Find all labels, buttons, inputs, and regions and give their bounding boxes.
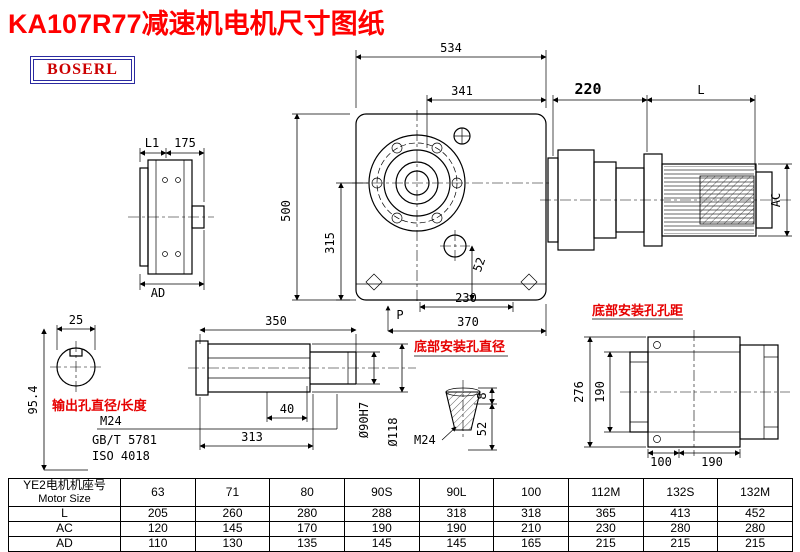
- dim-341: 341: [451, 84, 473, 98]
- dim-500: 500: [279, 200, 293, 222]
- cone-plug: [445, 391, 481, 431]
- dim-534: 534: [440, 41, 462, 55]
- standard-iso: ISO 4018: [92, 449, 150, 463]
- dim-52: 52: [470, 255, 488, 273]
- table-cell: 130: [194, 535, 271, 552]
- table-cell: 145: [343, 535, 420, 552]
- table-cell: 145: [194, 520, 271, 537]
- size-col-header: 132M: [717, 478, 793, 507]
- table-cell: 190: [343, 520, 420, 537]
- table-cell: 260: [194, 505, 271, 522]
- table-cell: 365: [567, 505, 644, 522]
- table-cell: 215: [717, 535, 793, 552]
- hole-thread-m24: M24: [414, 433, 436, 447]
- size-col-header: 71: [194, 478, 271, 507]
- dim-230: 230: [455, 291, 477, 305]
- base-mounting-view: 底部安装孔孔距 276 190: [572, 303, 790, 469]
- table-cell: 452: [717, 505, 793, 522]
- front-view: [352, 110, 550, 304]
- dim-190v: 190: [593, 381, 607, 403]
- dim-L: L: [697, 83, 704, 97]
- standard-gb: GB/T 5781: [92, 433, 157, 447]
- table-cell: 190: [418, 520, 495, 537]
- bottom-hole-detail: 底部安装孔直径 8 52 M24: [414, 339, 508, 451]
- technical-drawing: 534 341 220 L 500 315 52 230: [26, 41, 794, 471]
- table-cell: 120: [120, 520, 196, 537]
- table-cell: 210: [493, 520, 569, 537]
- boserl-logo-text: BOSERL: [47, 61, 118, 78]
- table-cell: 165: [493, 535, 569, 552]
- table-cell: 318: [418, 505, 495, 522]
- table-header-row: YE2电机机座号 Motor Size 63 71 80 90S 90L 100…: [8, 478, 793, 507]
- size-col-header: 90L: [418, 478, 495, 507]
- dim-220: 220: [574, 80, 601, 98]
- table-cell: 145: [418, 535, 495, 552]
- page-title: KA107R77减速机电机尺寸图纸: [8, 9, 385, 39]
- screw-head-icon: [365, 273, 383, 291]
- table-cell: 215: [642, 535, 719, 552]
- table-cell: 280: [717, 520, 793, 537]
- size-col-header: 90S: [343, 478, 420, 507]
- dim-315: 315: [323, 232, 337, 254]
- motor-core-hatch: [699, 175, 755, 225]
- output-hole-label: 输出孔直径/长度: [52, 398, 148, 413]
- dim-95-4: 95.4: [26, 386, 40, 415]
- table-row-AC: AC 120 145 170 190 190 210 230 280 280: [8, 520, 793, 537]
- dim-P: P: [396, 308, 403, 322]
- dim-190h: 190: [701, 455, 723, 469]
- boserl-logo: BOSERL: [30, 56, 135, 84]
- table-cell: 230: [567, 520, 644, 537]
- size-col-header: 100: [493, 478, 569, 507]
- dim-370: 370: [457, 315, 479, 329]
- dim-25: 25: [69, 313, 83, 327]
- motor-size-label-en: Motor Size: [38, 493, 91, 506]
- dim-100: 100: [650, 455, 672, 469]
- screw-head-icon: [520, 273, 538, 291]
- dim-52b: 52: [475, 422, 489, 436]
- dim-8: 8: [475, 392, 489, 399]
- output-side-view: L1 175 AD: [128, 136, 214, 300]
- table-row-L: L 205 260 280 288 318 318 365 413 452: [8, 505, 793, 522]
- table-cell: 288: [343, 505, 420, 522]
- output-shaft-view: 350 40 313 Ø90H7 Ø118: [188, 314, 416, 450]
- size-col-header: 112M: [567, 478, 644, 507]
- table-cell: 135: [269, 535, 345, 552]
- motor-size-table: YE2电机机座号 Motor Size 63 71 80 90S 90L 100…: [8, 478, 793, 552]
- row-label: L: [8, 505, 121, 522]
- motor-size-label-cn: YE2电机机座号: [23, 478, 106, 492]
- table-cell: 170: [269, 520, 345, 537]
- table-cell: 205: [120, 505, 196, 522]
- dim-AD: AD: [151, 286, 165, 300]
- table-cell: 215: [567, 535, 644, 552]
- dim-L1: L1: [145, 136, 159, 150]
- size-col-header: 132S: [642, 478, 719, 507]
- row-label: AC: [8, 520, 121, 537]
- dim-AC: AC: [769, 193, 783, 207]
- front-view-dimensions: 534 341 220 L 500 315 52 230: [279, 41, 756, 336]
- row-label: AD: [8, 535, 121, 552]
- dim-313: 313: [241, 430, 263, 444]
- table-cell: 280: [642, 520, 719, 537]
- dim-276: 276: [572, 381, 586, 403]
- table-header-motor-size: YE2电机机座号 Motor Size: [8, 478, 121, 507]
- dim-40: 40: [280, 402, 294, 416]
- table-cell: 280: [269, 505, 345, 522]
- size-col-header: 80: [269, 478, 345, 507]
- dim-350: 350: [265, 314, 287, 328]
- size-col-header: 63: [120, 478, 196, 507]
- motor-side-view: AC: [540, 149, 794, 251]
- table-cell: 413: [642, 505, 719, 522]
- dim-d90h7: Ø90H7: [357, 402, 371, 438]
- bottom-hole-pitch-label: 底部安装孔孔距: [592, 303, 683, 318]
- thread-spec-m24: M24: [100, 414, 122, 428]
- table-cell: 318: [493, 505, 569, 522]
- dim-d118: Ø118: [386, 418, 400, 447]
- table-cell: 110: [120, 535, 196, 552]
- shaft-cross-section: 25 95.4 输出孔直径/长度 M24 GB/T 5781 ISO 4018: [26, 313, 338, 471]
- bottom-hole-dia-label: 底部安装孔直径: [414, 339, 505, 354]
- table-row-AD: AD 110 130 135 145 145 165 215 215 215: [8, 535, 793, 552]
- dim-175: 175: [174, 136, 196, 150]
